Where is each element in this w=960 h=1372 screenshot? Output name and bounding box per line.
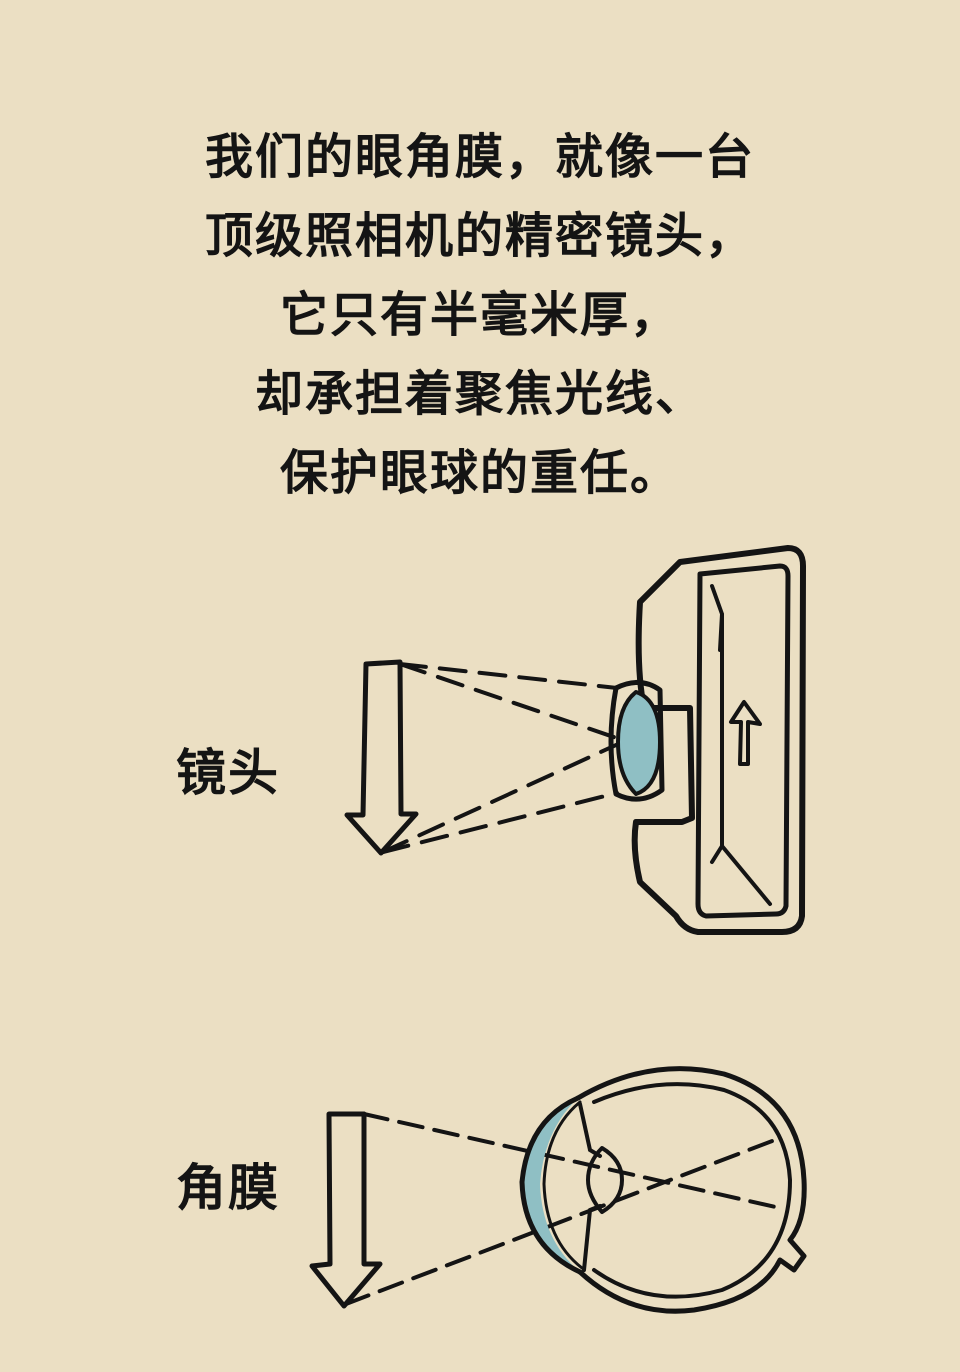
eyeball-inner-wall — [592, 1082, 792, 1299]
headline-line-5: 保护眼球的重任。 — [279, 445, 680, 501]
eye-light-rays — [344, 1112, 782, 1306]
camera-lens-glass — [616, 690, 662, 796]
camera-lens-barrel — [608, 680, 665, 802]
eye-crystalline-lens — [586, 1146, 624, 1214]
cornea-outline — [519, 1095, 583, 1275]
cornea-inner-edge — [542, 1100, 584, 1270]
headline-line-3: 它只有半毫米厚， — [279, 287, 680, 343]
cornea-highlight — [522, 1098, 580, 1272]
eye-illustration — [309, 1066, 807, 1314]
camera-light-rays — [381, 662, 642, 854]
headline-line-2: 顶级照相机的精密镜头， — [204, 208, 755, 264]
headline-text: 我们的眼角膜，就像一台 顶级照相机的精密镜头， 它只有半毫米厚， 却承担着聚焦光… — [0, 118, 960, 513]
headline-line-4: 却承担着聚焦光线、 — [254, 366, 705, 422]
eye-object-arrow — [309, 1111, 383, 1309]
label-lens: 镜头 — [176, 743, 280, 802]
camera-illustration — [344, 545, 806, 935]
eyeball-outline — [575, 1066, 807, 1314]
iris-lines — [578, 1102, 602, 1272]
headline-line-1: 我们的眼角膜，就像一台 — [204, 129, 755, 185]
label-cornea: 角膜 — [176, 1158, 280, 1217]
camera-depth-lines — [710, 584, 772, 906]
camera-body-inner — [695, 563, 791, 919]
camera-body-outline — [631, 545, 806, 935]
camera-image-arrow — [729, 700, 762, 766]
camera-object-arrow — [344, 659, 419, 856]
